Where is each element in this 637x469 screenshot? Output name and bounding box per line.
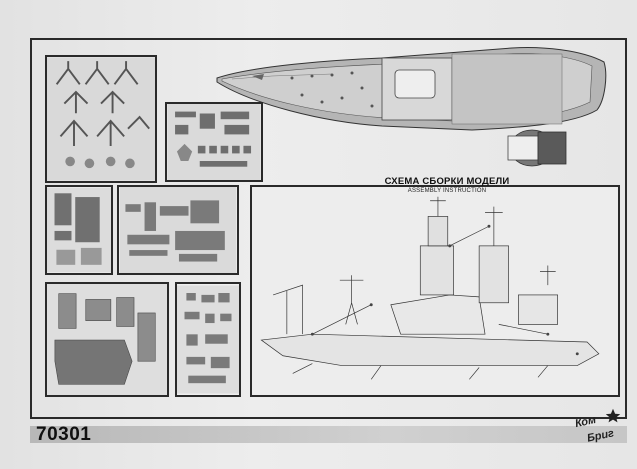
kit-code: 70301	[36, 424, 92, 445]
ship-hull-top-view	[216, 47, 607, 167]
footer-bar	[30, 426, 627, 443]
star-icon	[605, 408, 621, 423]
parts-panel-small-parts	[165, 102, 263, 182]
assembly-schematic-panel	[250, 185, 620, 397]
parts-panel-fittings	[175, 282, 241, 397]
title-russian: СХЕМА СБОРКИ МОДЕЛИ	[384, 176, 510, 187]
title-english: ASSEMBLY INSTRUCTION	[407, 188, 487, 194]
parts-panel-turrets	[45, 282, 169, 397]
brand-line-2: Бриг	[586, 427, 616, 445]
brand-logo: Ком Бриг	[573, 408, 625, 456]
parts-panel-masts	[45, 55, 157, 183]
parts-panel-superstructure	[117, 185, 239, 275]
brand-line-1: Ком	[573, 413, 598, 431]
parts-panel-structures	[45, 185, 113, 275]
assembly-title: СХЕМА СБОРКИ МОДЕЛИ ASSEMBLY INSTRUCTION	[372, 176, 522, 194]
ship-schematic-icon	[260, 196, 600, 380]
outer-frame	[30, 38, 627, 419]
